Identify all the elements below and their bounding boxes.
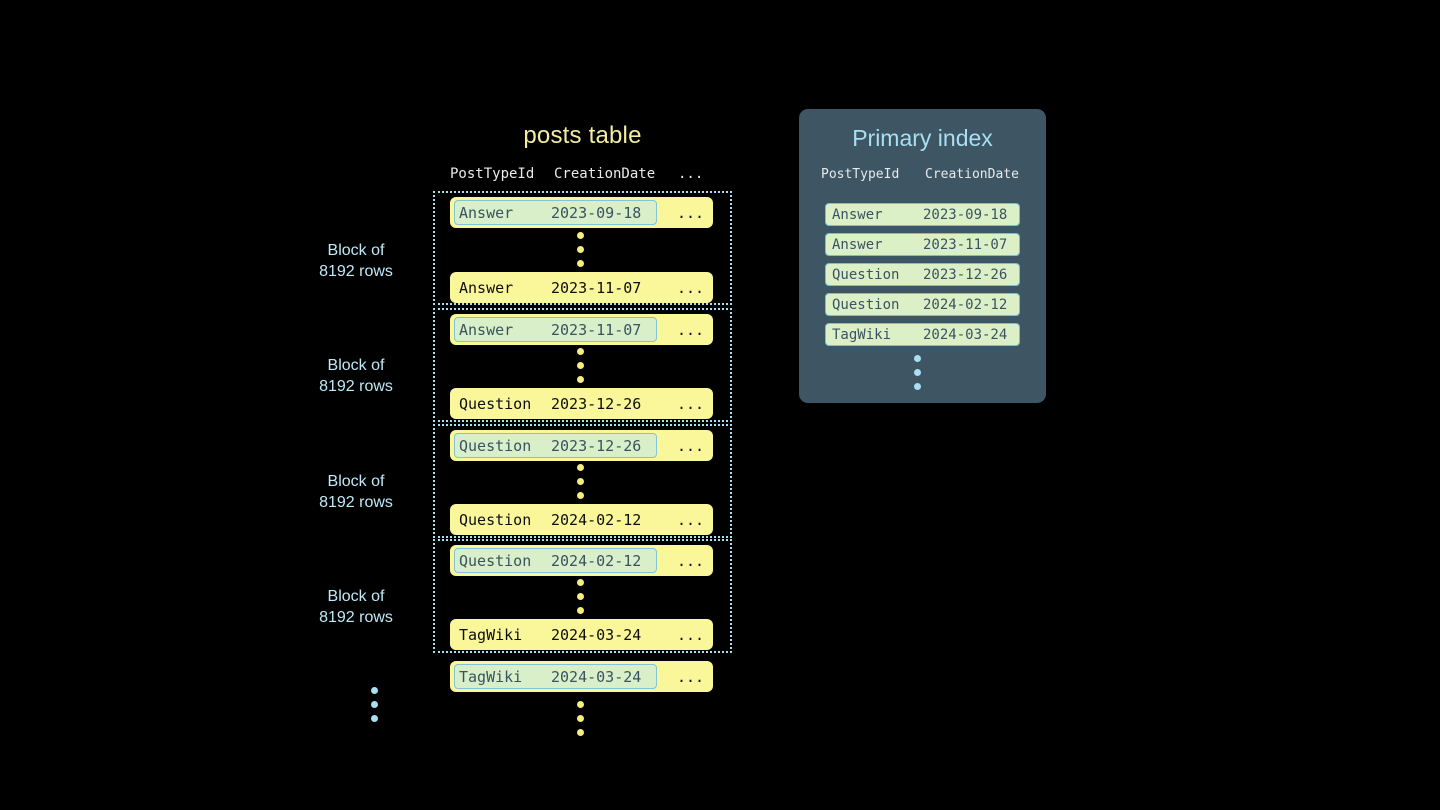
column-header-ellipsis: ... bbox=[678, 166, 704, 182]
row-ellipsis-dots-4 bbox=[577, 579, 587, 614]
block-label-3-line1: Block of bbox=[327, 473, 385, 490]
cell-creationdate: 2023-11-07 bbox=[551, 279, 642, 297]
cell-posttypeid: Answer bbox=[459, 321, 514, 339]
index-row[interactable]: Question 2023-12-26 bbox=[825, 263, 1020, 286]
cell-posttypeid: TagWiki bbox=[459, 668, 523, 686]
cell-ellipsis: ... bbox=[677, 511, 705, 529]
block-label-4-line1: Block of bbox=[327, 588, 385, 605]
cell-creationdate: 2023-12-26 bbox=[923, 267, 1008, 283]
column-header-posttypeid: PostTypeId bbox=[450, 166, 535, 182]
index-row[interactable]: Question 2024-02-12 bbox=[825, 293, 1020, 316]
primary-index-title: Primary index bbox=[852, 125, 993, 151]
cell-creationdate: 2024-02-12 bbox=[923, 297, 1008, 313]
block-label-3: Block of 8192 rows bbox=[296, 471, 416, 513]
index-continuation-dots bbox=[914, 355, 924, 390]
cell-ellipsis: ... bbox=[677, 626, 705, 644]
row-ellipsis-dots-1 bbox=[577, 232, 587, 267]
cell-posttypeid: Question bbox=[459, 511, 532, 529]
row-ellipsis-dots-3 bbox=[577, 464, 587, 499]
column-header-creationdate: CreationDate bbox=[925, 167, 1019, 182]
cell-creationdate: 2023-11-07 bbox=[923, 237, 1008, 253]
cell-creationdate: 2023-11-07 bbox=[551, 321, 642, 339]
block-label-4-line2: 8192 rows bbox=[319, 609, 393, 626]
cell-creationdate: 2024-03-24 bbox=[923, 327, 1008, 343]
block-label-3-line2: 8192 rows bbox=[319, 494, 393, 511]
block-continuation-dots bbox=[371, 687, 381, 722]
table-continuation-dots bbox=[577, 701, 587, 736]
cell-posttypeid: Question bbox=[832, 297, 900, 313]
row-ellipsis-dots-2 bbox=[577, 348, 587, 383]
primary-index-column-headers: PostTypeId CreationDate bbox=[821, 167, 1031, 185]
block-label-1: Block of 8192 rows bbox=[296, 240, 416, 282]
index-row[interactable]: Answer 2023-11-07 bbox=[825, 233, 1020, 256]
block-label-2: Block of 8192 rows bbox=[296, 355, 416, 397]
cell-creationdate: 2024-02-12 bbox=[551, 511, 642, 529]
cell-ellipsis: ... bbox=[677, 204, 705, 222]
table-row[interactable]: Question 2024-02-12 ... bbox=[450, 504, 713, 535]
row-highlight-box bbox=[454, 433, 657, 458]
cell-posttypeid: Question bbox=[459, 395, 532, 413]
cell-creationdate: 2024-02-12 bbox=[551, 552, 642, 570]
table-row[interactable]: Question 2023-12-26 ... bbox=[450, 430, 713, 461]
posts-table-column-headers: PostTypeId CreationDate ... bbox=[450, 166, 715, 186]
row-highlight-box bbox=[454, 200, 657, 225]
cell-posttypeid: Question bbox=[459, 552, 532, 570]
block-container-2 bbox=[433, 308, 732, 422]
table-row[interactable]: Answer 2023-09-18 ... bbox=[450, 197, 713, 228]
table-row[interactable]: TagWiki 2024-03-24 ... bbox=[450, 661, 713, 692]
index-row[interactable]: TagWiki 2024-03-24 bbox=[825, 323, 1020, 346]
posts-table-title: posts table bbox=[523, 122, 642, 149]
cell-ellipsis: ... bbox=[677, 279, 705, 297]
cell-ellipsis: ... bbox=[677, 321, 705, 339]
cell-posttypeid: Answer bbox=[832, 237, 883, 253]
cell-ellipsis: ... bbox=[677, 437, 705, 455]
cell-ellipsis: ... bbox=[677, 668, 705, 686]
table-row[interactable]: Answer 2023-11-07 ... bbox=[450, 314, 713, 345]
table-row[interactable]: Question 2023-12-26 ... bbox=[450, 388, 713, 419]
cell-posttypeid: Question bbox=[832, 267, 900, 283]
block-label-1-line1: Block of bbox=[327, 242, 385, 259]
cell-posttypeid: TagWiki bbox=[459, 626, 523, 644]
cell-ellipsis: ... bbox=[677, 552, 705, 570]
primary-index-panel: Primary index PostTypeId CreationDate An… bbox=[799, 109, 1046, 403]
table-row[interactable]: TagWiki 2024-03-24 ... bbox=[450, 619, 713, 650]
table-row[interactable]: Answer 2023-11-07 ... bbox=[450, 272, 713, 303]
row-highlight-box bbox=[454, 664, 657, 689]
column-header-creationdate: CreationDate bbox=[554, 166, 656, 182]
block-label-2-line2: 8192 rows bbox=[319, 378, 393, 395]
cell-posttypeid: Question bbox=[459, 437, 532, 455]
block-label-1-line2: 8192 rows bbox=[319, 263, 393, 280]
block-container-3 bbox=[433, 424, 732, 538]
block-label-4: Block of 8192 rows bbox=[296, 586, 416, 628]
row-highlight-box bbox=[454, 548, 657, 573]
block-container-4 bbox=[433, 539, 732, 653]
block-label-2-line1: Block of bbox=[327, 357, 385, 374]
cell-posttypeid: Answer bbox=[459, 204, 514, 222]
row-highlight-box bbox=[454, 317, 657, 342]
cell-posttypeid: TagWiki bbox=[832, 327, 892, 343]
cell-creationdate: 2023-12-26 bbox=[551, 437, 642, 455]
cell-creationdate: 2024-03-24 bbox=[551, 626, 642, 644]
cell-creationdate: 2023-09-18 bbox=[551, 204, 642, 222]
cell-creationdate: 2023-12-26 bbox=[551, 395, 642, 413]
cell-creationdate: 2024-03-24 bbox=[551, 668, 642, 686]
column-header-posttypeid: PostTypeId bbox=[821, 167, 900, 182]
cell-creationdate: 2023-09-18 bbox=[923, 207, 1008, 223]
block-container-1 bbox=[433, 191, 732, 305]
cell-ellipsis: ... bbox=[677, 395, 705, 413]
cell-posttypeid: Answer bbox=[459, 279, 514, 297]
cell-posttypeid: Answer bbox=[832, 207, 883, 223]
index-row[interactable]: Answer 2023-09-18 bbox=[825, 203, 1020, 226]
table-row[interactable]: Question 2024-02-12 ... bbox=[450, 545, 713, 576]
